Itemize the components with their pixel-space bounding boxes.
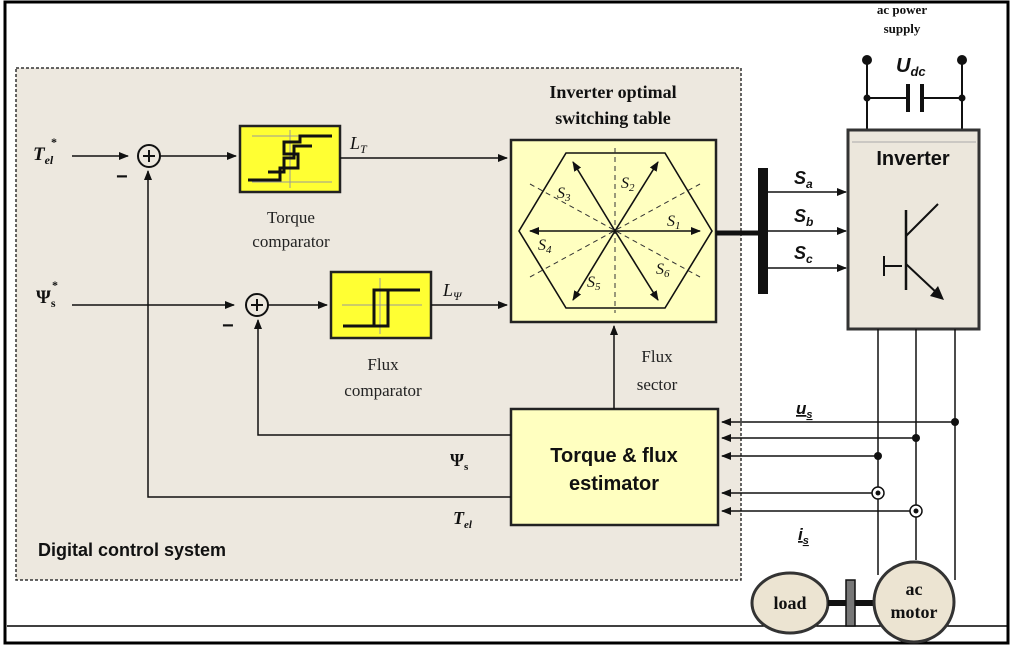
phase-lines (877, 329, 956, 580)
load-block: load (750, 571, 830, 635)
svg-text:Flux: Flux (641, 347, 673, 366)
outer-frame (3, 0, 1010, 645)
torque-minus-sign: − (116, 166, 128, 188)
svg-text:Inverter optimal: Inverter optimal (549, 82, 676, 102)
svg-text:ac: ac (906, 579, 923, 599)
sc-label: Sc (794, 243, 813, 266)
svg-text:*: * (52, 278, 58, 292)
ac-power-supply-label: ac power supply (877, 2, 927, 36)
motor-shaft-coupling (828, 579, 874, 627)
inverter-block (846, 128, 981, 331)
sb-label: Sb (794, 206, 813, 229)
us-label: us (796, 399, 813, 421)
svg-text:Torque: Torque (267, 208, 315, 227)
svg-text:S5: S5 (587, 274, 601, 293)
svg-text:S6: S6 (656, 261, 670, 280)
voltage-taps (721, 418, 955, 460)
svg-text:load: load (773, 593, 806, 613)
svg-text:Ψs: Ψs (36, 287, 56, 310)
torque-comparator (238, 124, 342, 194)
svg-text:S1: S1 (667, 213, 681, 232)
flux-reference-label: Ψs * (36, 278, 58, 310)
sa-label: Sa (794, 168, 813, 191)
torque-reference-label: Tel * (33, 135, 57, 167)
svg-text:estimator: estimator (569, 473, 659, 495)
inverter-label: Inverter (876, 148, 950, 170)
ac-motor-block: ac motor (872, 560, 956, 644)
lt-label: LT (349, 133, 368, 156)
flux-sector-label: Flux sector (637, 347, 678, 394)
switching-table-block: S1 S2 S3 S4 S5 S6 (509, 138, 718, 324)
dc-link-capacitor (862, 55, 967, 130)
flux-comparator (329, 270, 433, 340)
digital-control-label: Digital control system (38, 540, 226, 560)
svg-text:switching table: switching table (555, 108, 671, 128)
torque-feedback-path (144, 170, 511, 498)
svg-text:sector: sector (637, 375, 678, 394)
current-taps (721, 489, 916, 515)
udc-label: Udc (896, 55, 926, 79)
torque-feedback-label: Tel (453, 508, 473, 531)
svg-text:motor: motor (891, 602, 938, 622)
svg-text:comparator: comparator (252, 232, 330, 251)
svg-text:Flux: Flux (367, 355, 399, 374)
current-sensors (871, 486, 923, 518)
flux-feedback-label: Ψs (450, 450, 469, 473)
is-label: is (798, 525, 809, 547)
svg-text:ac power: ac power (877, 2, 927, 17)
flux-comparator-caption: Flux comparator (344, 355, 422, 400)
torque-comparator-caption: Torque comparator (252, 208, 330, 251)
svg-text:Tel: Tel (33, 144, 54, 167)
svg-text:*: * (51, 135, 57, 149)
svg-text:Torque & flux: Torque & flux (550, 445, 677, 467)
voltage-tap-dots (874, 418, 959, 460)
svg-text:comparator: comparator (344, 381, 422, 400)
flux-minus-sign: − (222, 315, 234, 337)
svg-text:S4: S4 (538, 237, 552, 256)
switching-bus-bar (758, 168, 768, 294)
svg-text:S2: S2 (621, 175, 635, 194)
switching-table-title: Inverter optimal switching table (549, 82, 676, 128)
torque-flux-estimator-block: Torque & flux estimator (509, 407, 720, 527)
lpsi-label: LΨ (442, 280, 463, 303)
svg-text:S3: S3 (557, 185, 571, 204)
svg-text:supply: supply (884, 21, 921, 36)
flux-feedback-path (254, 319, 511, 436)
